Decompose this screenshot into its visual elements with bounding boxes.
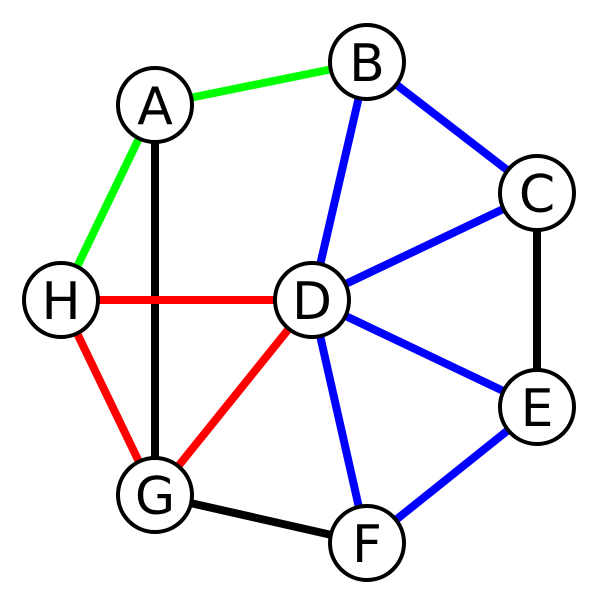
node-circle <box>498 154 576 232</box>
node-circle <box>328 504 406 582</box>
nodes-layer: A B C D E F G H <box>22 23 576 582</box>
node-circle <box>116 66 194 144</box>
node-c: C <box>498 154 576 232</box>
edge-c-d <box>310 189 539 304</box>
node-label: E <box>521 379 554 439</box>
edge-d-e <box>310 296 539 411</box>
node-h: H <box>22 261 100 339</box>
node-circle <box>273 261 351 339</box>
node-circle <box>22 261 100 339</box>
node-circle <box>498 368 576 446</box>
node-g: G <box>116 456 194 534</box>
node-circle <box>328 23 406 101</box>
edge-d-f <box>308 299 371 544</box>
node-label: G <box>135 467 175 527</box>
node-e: E <box>498 368 576 446</box>
node-label: H <box>41 272 80 332</box>
node-d: D <box>273 261 351 339</box>
node-a: A <box>116 66 194 144</box>
node-f: F <box>328 504 406 582</box>
edge-g-d <box>151 297 316 498</box>
node-label: A <box>137 77 173 137</box>
node-circle <box>116 456 194 534</box>
node-label: B <box>349 34 385 94</box>
node-label: F <box>352 515 382 575</box>
node-b: B <box>328 23 406 101</box>
node-label: D <box>292 272 332 332</box>
node-label: C <box>519 165 555 225</box>
edge-b-d <box>308 61 371 301</box>
